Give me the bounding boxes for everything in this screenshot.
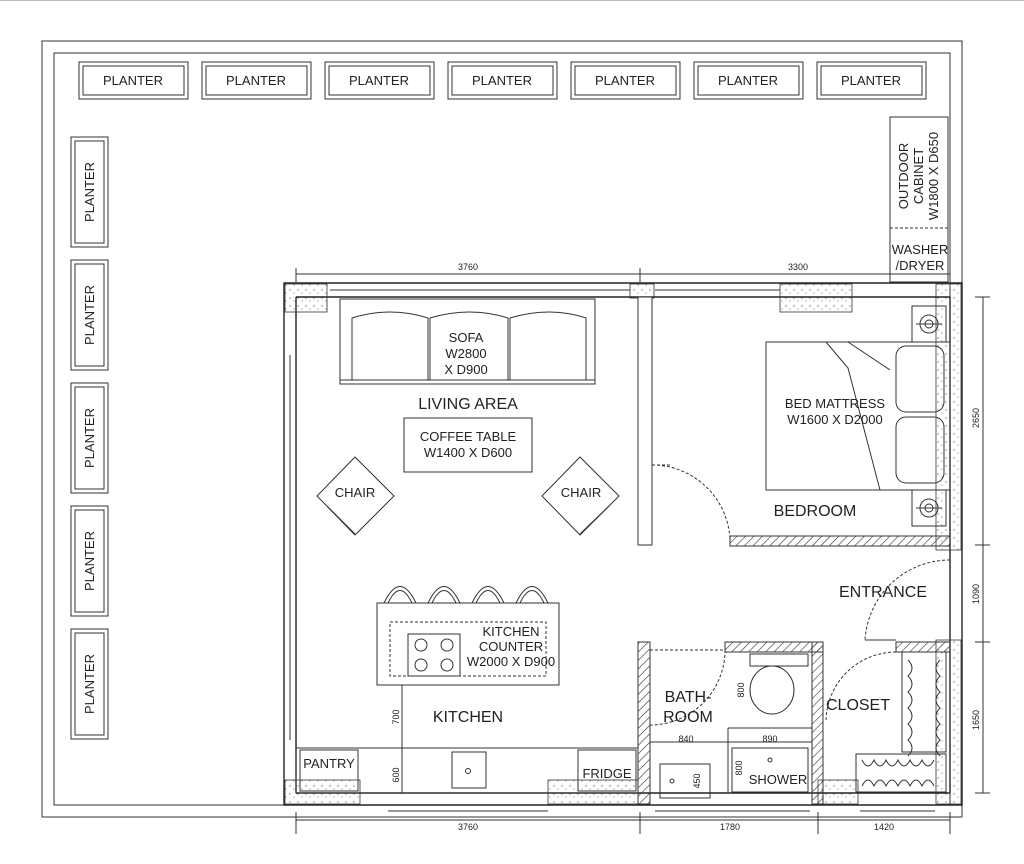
kitchen-back-counter: PANTRY FRIDGE (295, 747, 639, 794)
svg-text:840: 840 (678, 734, 693, 744)
bedroom-wall (729, 535, 951, 547)
planter-top-2: PLANTER (201, 61, 312, 100)
svg-text:W1800 X D650: W1800 X D650 (926, 132, 941, 220)
dimension-top: 3760 3300 (295, 262, 951, 283)
svg-text:1420: 1420 (874, 822, 894, 832)
svg-text:800: 800 (734, 760, 744, 775)
room-closet: CLOSET (826, 697, 890, 714)
room-entrance: ENTRANCE (839, 584, 927, 601)
svg-text:CHAIR: CHAIR (561, 485, 601, 500)
room-living-area: LIVING AREA (418, 396, 518, 413)
bedside-table-top (911, 305, 947, 343)
planter-label: PLANTER (841, 73, 901, 88)
planter-label: PLANTER (472, 73, 532, 88)
planter-top-4: PLANTER (447, 61, 558, 100)
planter-top-3: PLANTER (324, 61, 435, 100)
svg-text:3300: 3300 (788, 262, 808, 272)
svg-text:X D900: X D900 (444, 362, 487, 377)
bathroom-walls (637, 641, 951, 805)
wardrobe-right (901, 651, 947, 757)
svg-text:CHAIR: CHAIR (335, 485, 375, 500)
outdoor-cabinet: OUTDOOR CABINET W1800 X D650 (889, 116, 949, 283)
planter-label: PLANTER (103, 73, 163, 88)
planter-left-1: PLANTER (70, 136, 109, 248)
wardrobe-bottom (855, 753, 947, 793)
svg-text:PANTRY: PANTRY (303, 756, 355, 771)
kitchen-counter: KITCHEN COUNTER W2000 X D900 (376, 602, 560, 686)
washer-dryer: WASHER /DRYER (892, 242, 949, 273)
svg-text:SOFA: SOFA (449, 330, 484, 345)
planter-top-1: PLANTER (78, 61, 189, 100)
svg-text:FRIDGE: FRIDGE (582, 766, 631, 781)
planters-left: PLANTER PLANTER PLANTER PLANTER PLANTER (70, 136, 109, 740)
svg-text:700: 700 (391, 709, 401, 724)
bedside-table-bottom (911, 489, 947, 527)
bath-dimensions: 840 890 800 (678, 734, 777, 776)
room-bathroom-line2: ROOM (663, 709, 713, 726)
svg-text:800: 800 (736, 682, 746, 697)
svg-text:W1400 X D600: W1400 X D600 (424, 445, 512, 460)
bar-stools (383, 586, 549, 604)
planter-label: PLANTER (82, 162, 97, 222)
planter-label: PLANTER (82, 408, 97, 468)
planter-left-4: PLANTER (70, 505, 109, 617)
svg-text:1650: 1650 (971, 710, 981, 730)
svg-text:COFFEE TABLE: COFFEE TABLE (420, 429, 517, 444)
svg-text:/DRYER: /DRYER (896, 258, 945, 273)
planter-label: PLANTER (82, 654, 97, 714)
dimension-right: 2650 1090 1650 (971, 296, 990, 794)
room-bedroom: BEDROOM (774, 503, 857, 520)
svg-text:COUNTER: COUNTER (479, 639, 543, 654)
chair-left: CHAIR (316, 456, 395, 536)
planter-label: PLANTER (226, 73, 286, 88)
coffee-table: COFFEE TABLE W1400 X D600 (403, 417, 533, 473)
planter-top-6: PLANTER (693, 61, 804, 100)
svg-text:1780: 1780 (720, 822, 740, 832)
planter-left-2: PLANTER (70, 259, 109, 371)
svg-text:CABINET: CABINET (911, 148, 926, 204)
planter-left-3: PLANTER (70, 382, 109, 494)
planter-top-5: PLANTER (570, 61, 681, 100)
svg-text:3760: 3760 (458, 262, 478, 272)
sofa: SOFA W2800 X D900 (339, 298, 596, 385)
kitchen-dimensions: 700 600 (391, 685, 403, 793)
svg-text:2650: 2650 (971, 408, 981, 428)
planter-label: PLANTER (718, 73, 778, 88)
planter-label: PLANTER (82, 285, 97, 345)
partition-wall (637, 296, 653, 546)
svg-text:W2000 X D900: W2000 X D900 (467, 654, 555, 669)
svg-text:BED MATTRESS: BED MATTRESS (785, 396, 885, 411)
planters-top: PLANTER PLANTER PLANTER PLANTER PLANTER … (78, 61, 927, 100)
svg-text:W2800: W2800 (445, 346, 486, 361)
room-bathroom-line1: BATH- (665, 689, 712, 706)
planter-top-7: PLANTER (816, 61, 927, 100)
svg-text:890: 890 (762, 734, 777, 744)
svg-text:W1600 X D2000: W1600 X D2000 (787, 412, 882, 427)
svg-text:SHOWER: SHOWER (749, 772, 808, 787)
chair-right: CHAIR (541, 456, 620, 536)
bed-mattress: BED MATTRESS W1600 X D2000 (765, 341, 951, 491)
svg-text:3760: 3760 (458, 822, 478, 832)
bedroom-door (651, 464, 731, 541)
basin: 450 (659, 763, 711, 799)
svg-text:450: 450 (692, 773, 702, 788)
svg-text:1090: 1090 (971, 584, 981, 604)
planter-label: PLANTER (595, 73, 655, 88)
toilet: 800 (736, 653, 809, 715)
svg-text:KITCHEN: KITCHEN (482, 624, 539, 639)
planter-left-5: PLANTER (70, 628, 109, 740)
svg-text:600: 600 (391, 767, 401, 782)
svg-text:WASHER: WASHER (892, 242, 949, 257)
dimension-bottom: 3760 1780 1420 (295, 812, 951, 834)
room-kitchen: KITCHEN (433, 709, 503, 726)
planter-label: PLANTER (349, 73, 409, 88)
planter-label: PLANTER (82, 531, 97, 591)
shower: SHOWER (731, 747, 809, 793)
building-walls (283, 282, 963, 812)
svg-text:OUTDOOR: OUTDOOR (896, 143, 911, 209)
